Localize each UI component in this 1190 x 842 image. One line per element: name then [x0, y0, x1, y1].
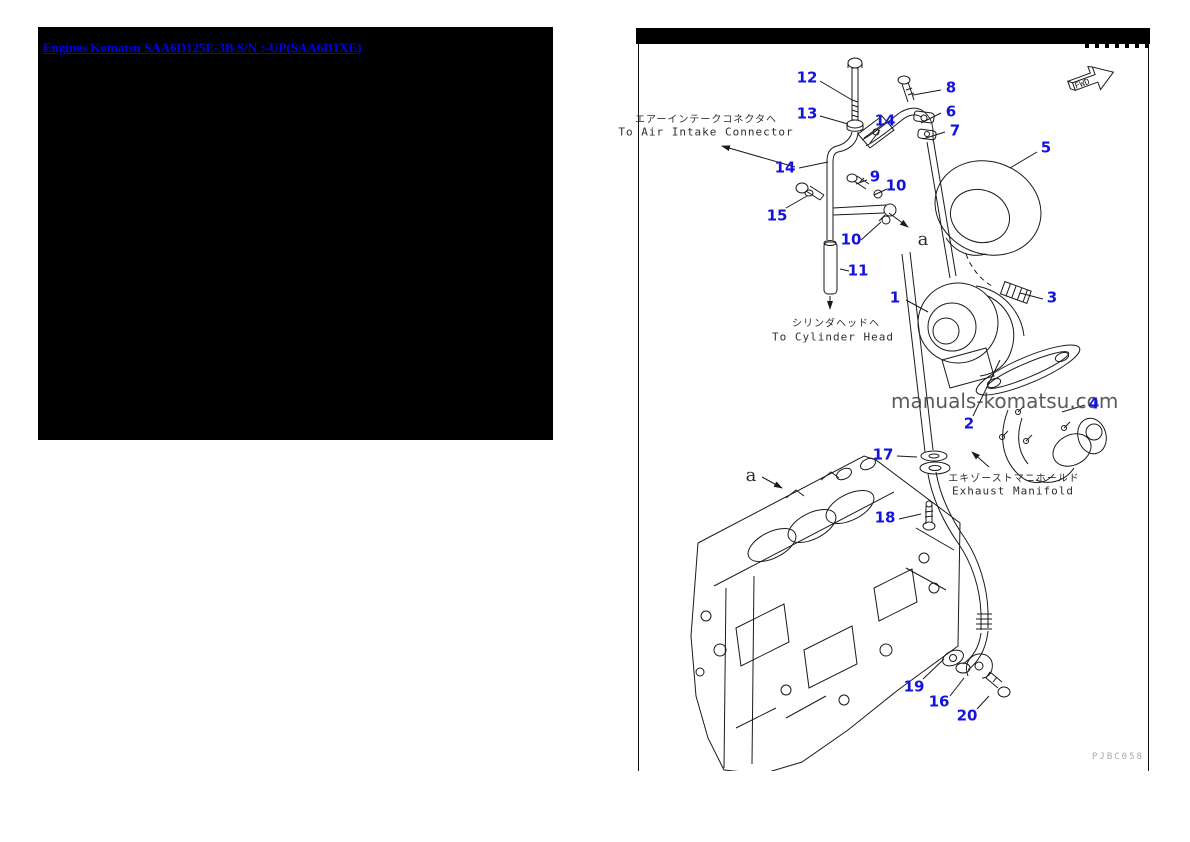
- callout-20[interactable]: 20: [956, 706, 978, 725]
- callout-14[interactable]: 14: [874, 111, 896, 130]
- label-exhaust-manifold-en: Exhaust Manifold: [952, 484, 1074, 498]
- callout-6[interactable]: 6: [945, 102, 957, 121]
- diagram-border-right: [1148, 44, 1149, 771]
- callout-17[interactable]: 17: [872, 445, 894, 464]
- callout-19[interactable]: 19: [903, 677, 925, 696]
- view-letter-a: a: [917, 229, 929, 250]
- callout-2[interactable]: 2: [963, 414, 975, 433]
- callout-4[interactable]: 4: [1088, 394, 1100, 413]
- label-exhaust-manifold-jp: エキゾーストマニホールド: [948, 473, 1080, 485]
- line-art-group: FWD: [690, 57, 1115, 771]
- callout-10[interactable]: 10: [885, 176, 907, 195]
- label-air-intake-jp: エアーインテークコネクタヘ: [635, 114, 777, 126]
- view-letter-a: a: [745, 465, 757, 486]
- callout-1[interactable]: 1: [889, 288, 901, 307]
- fwd-arrow-label: FWD: [1073, 77, 1091, 92]
- label-cylinder-head-jp: シリンダヘッドヘ: [792, 318, 880, 330]
- label-cylinder-head-en: To Cylinder Head: [772, 330, 894, 344]
- parts-diagram: FWD: [636, 28, 1150, 771]
- fwd-arrow-icon: FWD: [1066, 65, 1115, 92]
- callout-18[interactable]: 18: [874, 508, 896, 527]
- callout-3[interactable]: 3: [1046, 288, 1058, 307]
- plate-code: PJBC058: [1092, 752, 1144, 762]
- diagram-line-art: FWD: [690, 44, 1149, 771]
- callout-8[interactable]: 8: [945, 78, 957, 97]
- callout-7[interactable]: 7: [949, 121, 961, 140]
- callout-12[interactable]: 12: [796, 68, 818, 87]
- callout-14[interactable]: 14: [774, 158, 796, 177]
- diagram-top-bar: [636, 28, 1150, 44]
- diagram-border-left: [638, 44, 639, 771]
- label-air-intake-en: To Air Intake Connector: [618, 125, 794, 139]
- engine-model-link[interactable]: Engines Komatsu SAA6D125E-3B S/N :-UP(SA…: [43, 40, 362, 55]
- watermark: manuals-komatsu.com: [891, 389, 1119, 413]
- callout-16[interactable]: 16: [928, 692, 950, 711]
- callout-5[interactable]: 5: [1040, 138, 1052, 157]
- callout-13[interactable]: 13: [796, 104, 818, 123]
- callout-9[interactable]: 9: [869, 167, 881, 186]
- callout-15[interactable]: 15: [766, 206, 788, 225]
- left-panel: Engines Komatsu SAA6D125E-3B S/N :-UP(SA…: [38, 27, 553, 440]
- callout-11[interactable]: 11: [847, 261, 869, 280]
- callout-10[interactable]: 10: [840, 230, 862, 249]
